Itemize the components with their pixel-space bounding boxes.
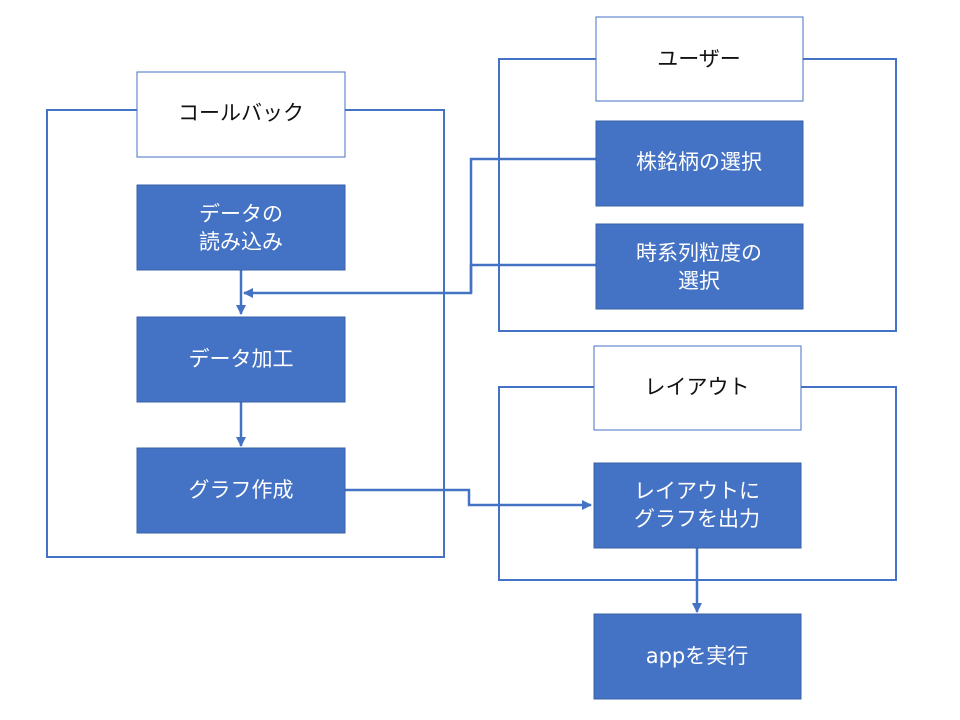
step-run-app: appを実行: [593, 613, 802, 700]
layout-group-label: レイアウト: [593, 345, 802, 431]
step-select-granularity-label: 選択: [678, 269, 720, 293]
step-output-graph-label: レイアウトに: [634, 479, 760, 503]
callback-group-label-text: コールバック: [178, 101, 304, 125]
layout-group-label-text: レイアウト: [645, 375, 750, 399]
callback-group-label: コールバック: [136, 71, 346, 158]
step-load-data-label: 読み込み: [199, 230, 283, 254]
step-run-app-label: appを実行: [646, 644, 749, 668]
connector-ticker-to-callback: [469, 157, 596, 293]
step-select-ticker: 株銘柄の選択: [595, 120, 804, 207]
step-create-graph-label: グラフ作成: [189, 478, 294, 502]
connector-graph-to-layout-output: [345, 488, 592, 510]
step-select-granularity: 時系列粒度の 選択: [595, 223, 804, 310]
step-create-graph: グラフ作成: [136, 447, 346, 534]
connector-granularity-to-callback: [243, 263, 596, 298]
step-load-data-label: データの: [199, 202, 283, 226]
step-output-graph-label: グラフを出力: [634, 507, 760, 531]
user-group-label-text: ユーザー: [657, 47, 741, 71]
step-select-ticker-label: 株銘柄の選択: [636, 150, 762, 174]
step-select-granularity-label: 時系列粒度の: [636, 241, 762, 265]
step-process-data: データ加工: [136, 316, 346, 403]
step-load-data: データの 読み込み: [136, 184, 346, 271]
step-process-data-label: データ加工: [189, 347, 294, 371]
user-group-label: ユーザー: [595, 16, 804, 102]
step-output-graph: レイアウトに グラフを出力: [593, 462, 802, 549]
